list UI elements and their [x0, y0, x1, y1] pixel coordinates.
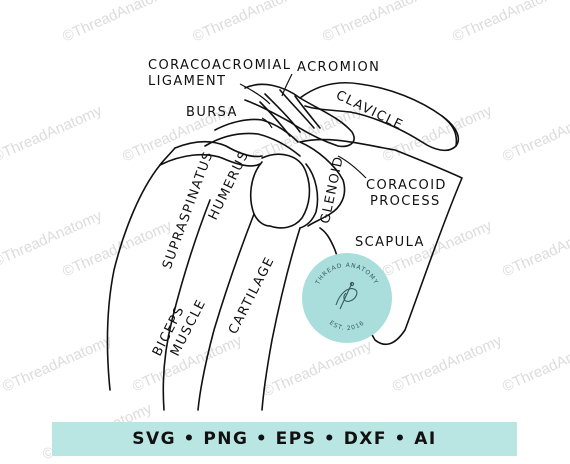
label-coracoid-process-1: CORACOID — [366, 178, 447, 193]
file-formats-text: SVG • PNG • EPS • DXF • AI — [132, 429, 437, 449]
supraspinatus-outline — [174, 140, 263, 158]
label-coracoid-process-2: PROCESS — [370, 194, 441, 209]
ligament-band — [264, 89, 321, 133]
needle-thread-icon — [335, 281, 358, 310]
label-bursa: BURSA — [186, 105, 238, 120]
label-coracoacromial-ligament-1: CORACOACROMIAL — [148, 58, 292, 73]
humerus-head — [261, 153, 311, 229]
thread-anatomy-badge: THREAD ANATOMY EST. 2016 — [302, 253, 392, 343]
acromion-bone — [244, 83, 355, 148]
coracoid-process — [299, 141, 346, 227]
label-scapula: SCAPULA — [355, 235, 425, 250]
badge-top-text: THREAD ANATOMY — [314, 262, 379, 287]
humerus-shaft — [197, 213, 255, 411]
label-coracoacromial-ligament-2: LIGAMENT — [148, 74, 227, 89]
svg-text:THREAD ANATOMY: THREAD ANATOMY — [314, 262, 380, 287]
file-formats-banner: SVG • PNG • EPS • DXF • AI — [52, 422, 517, 456]
bursa-outline — [214, 118, 299, 143]
glenoid-outline — [299, 163, 319, 229]
badge-bottom-text: EST. 2016 — [328, 319, 365, 332]
arm-outline — [106, 164, 161, 391]
svg-text:EST. 2016: EST. 2016 — [328, 319, 366, 332]
label-acromion: ACROMION — [297, 60, 381, 75]
